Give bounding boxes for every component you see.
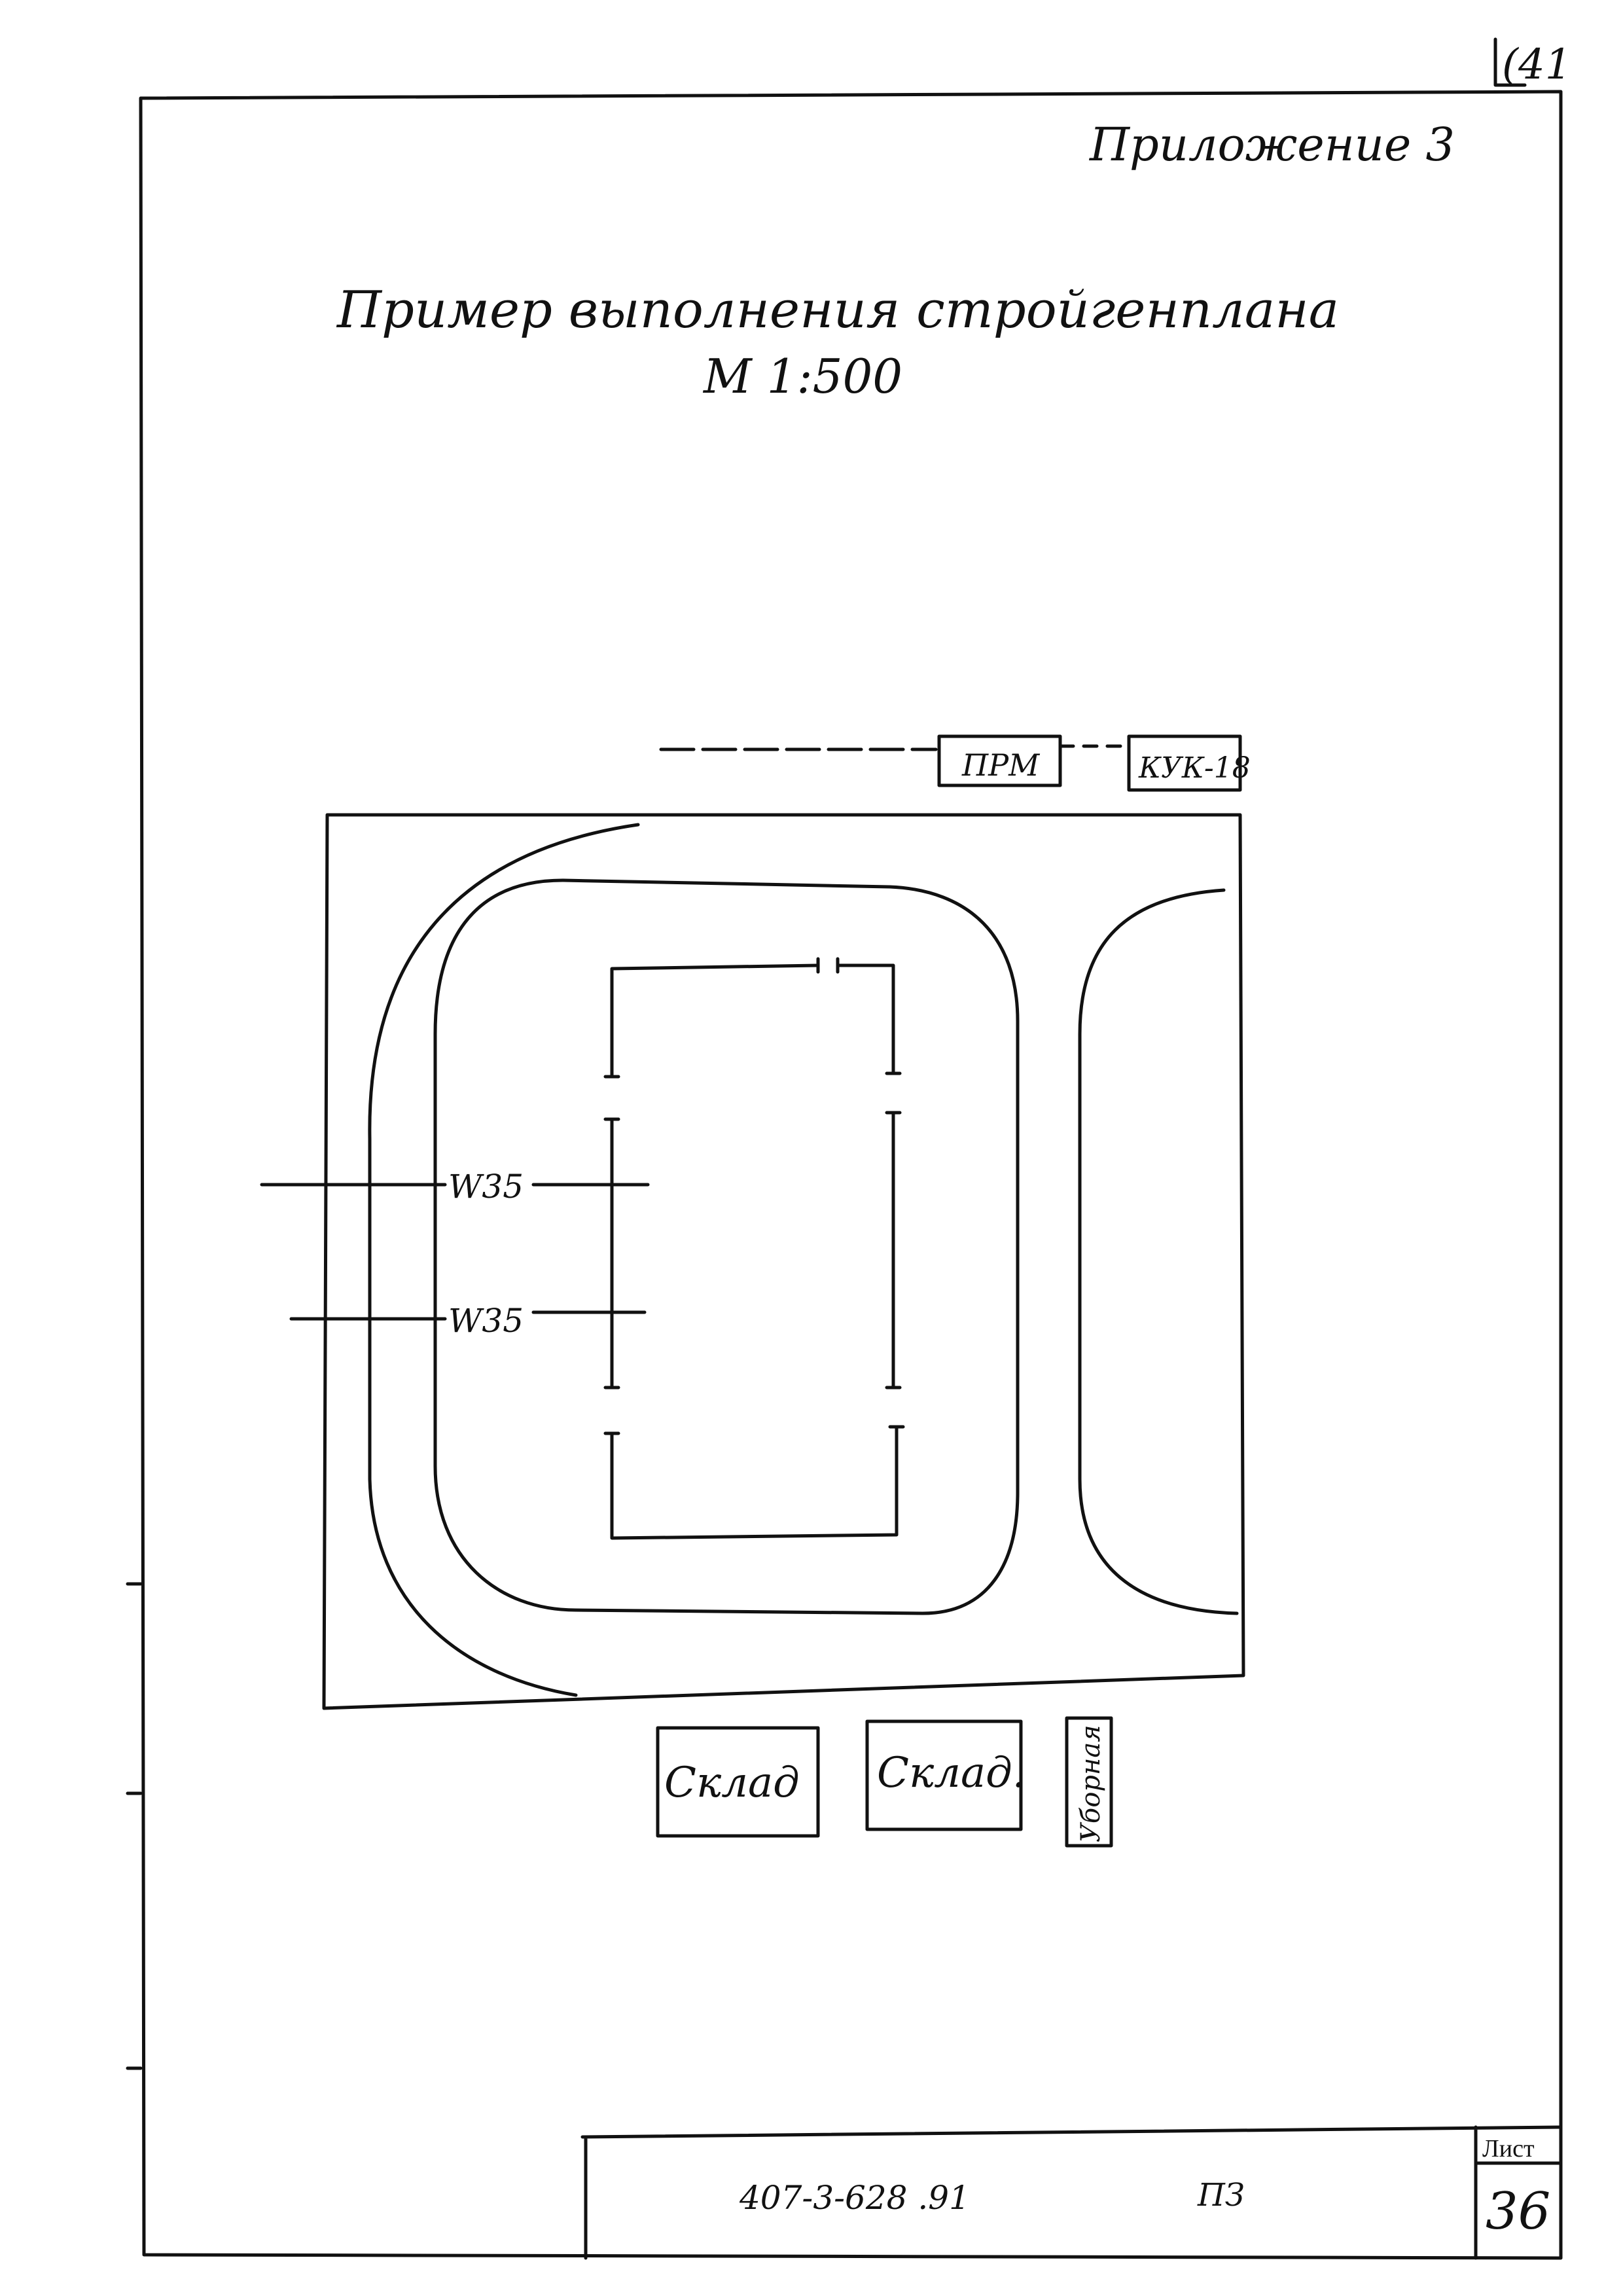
kuk-label: КУК-18 <box>1138 751 1251 785</box>
site-boundary <box>322 813 1245 1710</box>
document-code: 407-3-628 .91 <box>739 2179 970 2217</box>
prm-box <box>937 734 1062 787</box>
storage-label-2: Склад. <box>877 1749 1026 1797</box>
toilet-label: Уборная <box>1076 1725 1106 1842</box>
storage-label-1: Склад <box>664 1759 800 1807</box>
storage-box <box>656 1726 820 1838</box>
right-road-edge <box>1078 888 1239 1615</box>
corner-bracket <box>1493 37 1527 87</box>
sheet-frame <box>139 90 1563 2260</box>
building-outline <box>610 963 895 1079</box>
inner-road-loop <box>433 878 1020 1615</box>
building-wall-cap <box>603 957 905 1435</box>
prm-label: ПРМ <box>961 747 1041 783</box>
appendix-label: Приложение 3 <box>1088 118 1455 171</box>
storage-box <box>865 1719 1023 1831</box>
toilet-box <box>1065 1716 1113 1848</box>
corner-mark: (41 <box>1502 41 1571 89</box>
scale-label: М 1:500 <box>702 349 902 404</box>
outer-road-edge <box>368 823 640 1697</box>
cable-label-lower: W35 <box>448 1302 524 1340</box>
sheet-header: Лист <box>1482 2135 1535 2162</box>
building-outline <box>610 1425 899 1540</box>
page-title: Пример выполнения стройгенплана <box>336 281 1339 340</box>
sheet-number: 36 <box>1486 2182 1550 2241</box>
section-code: ПЗ <box>1197 2177 1245 2214</box>
kuk-box <box>1127 734 1242 792</box>
cable-label-upper: W35 <box>448 1168 524 1206</box>
title-block-frame <box>580 2125 1563 2260</box>
